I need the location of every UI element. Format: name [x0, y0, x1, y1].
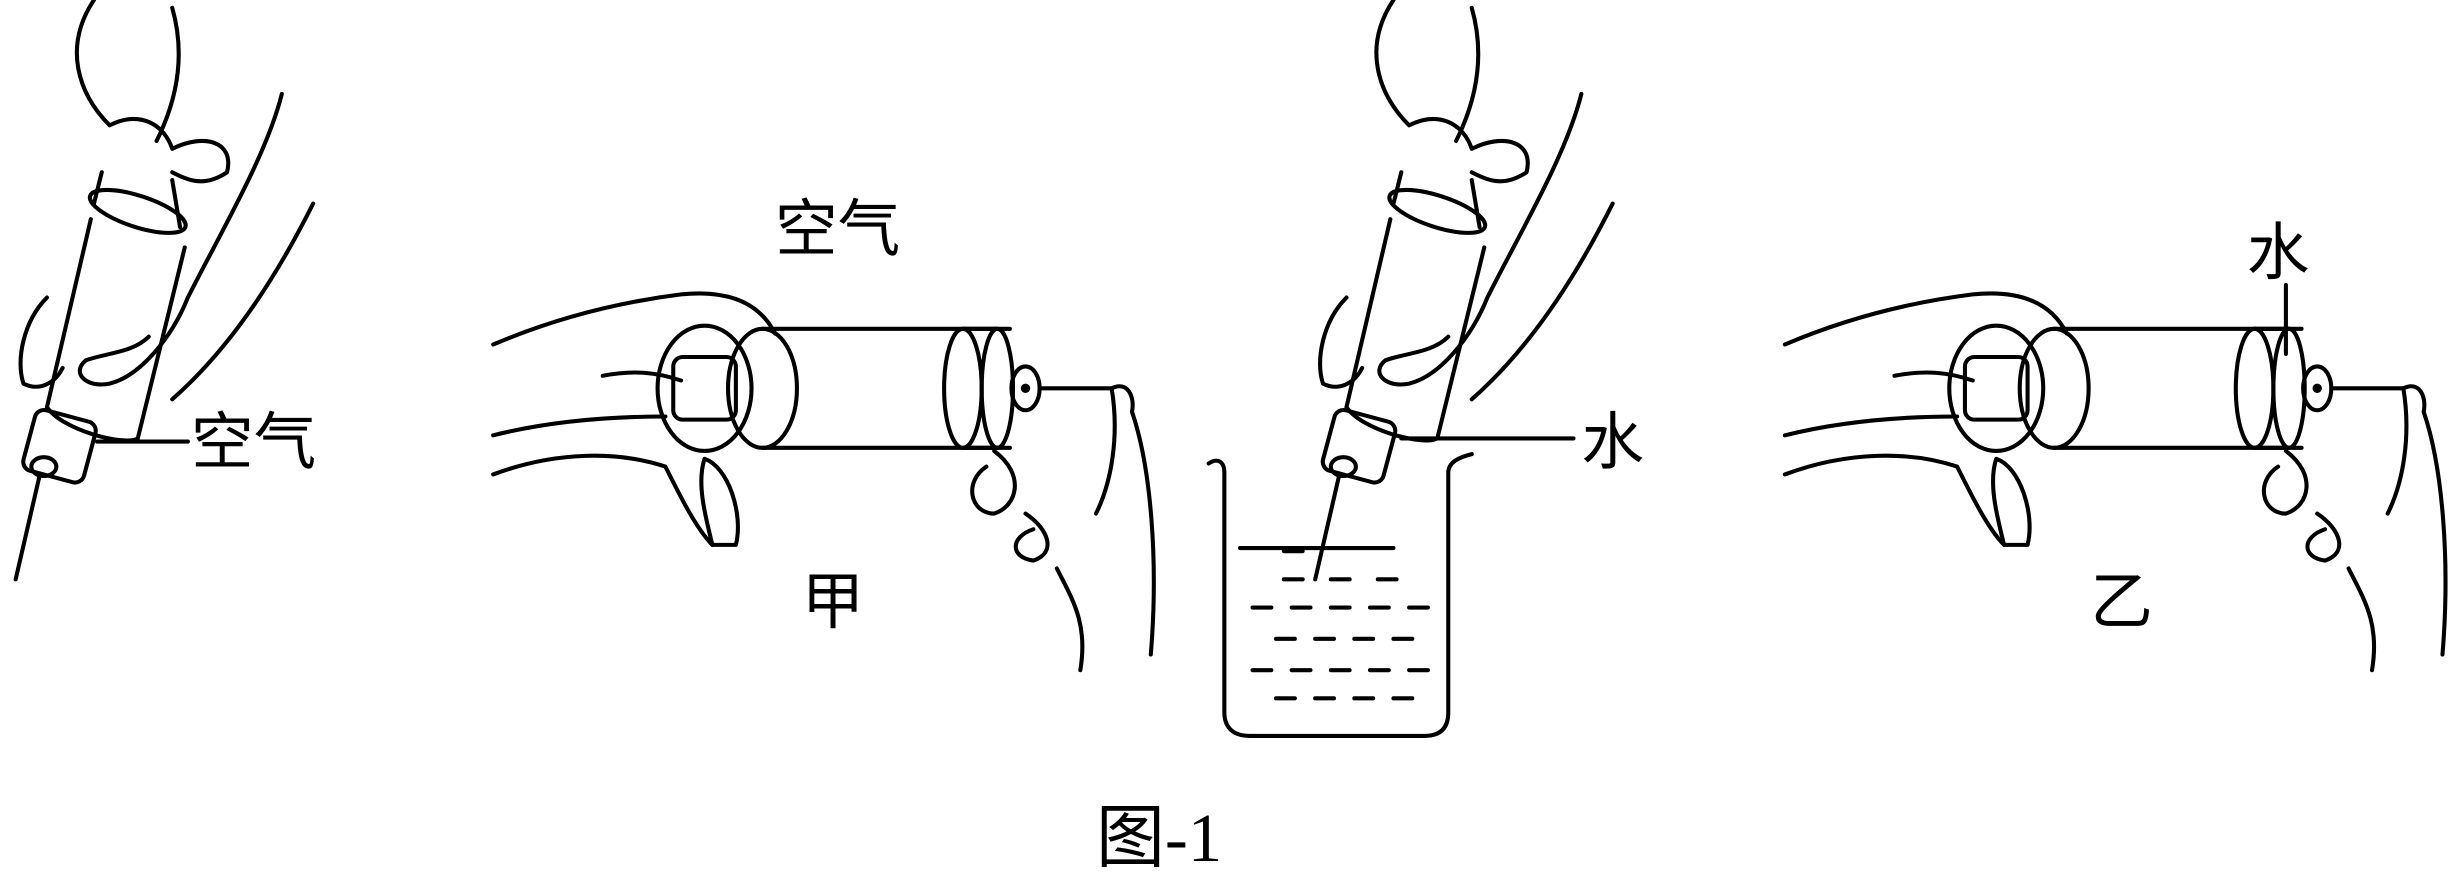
syringe-air-left	[16, 0, 313, 579]
label-water-yi: 水	[2247, 216, 2310, 289]
label-air-jia: 空气	[775, 193, 900, 266]
label-air-left: 空气	[191, 405, 316, 478]
label-jia: 甲	[802, 565, 865, 638]
label-yi: 乙	[2090, 565, 2153, 638]
beaker	[1206, 452, 1474, 738]
figure-caption: 图-1	[1096, 800, 1222, 876]
label-water-beaker: 水	[1581, 405, 1644, 478]
syringe-water-beaker	[1315, 0, 1612, 579]
